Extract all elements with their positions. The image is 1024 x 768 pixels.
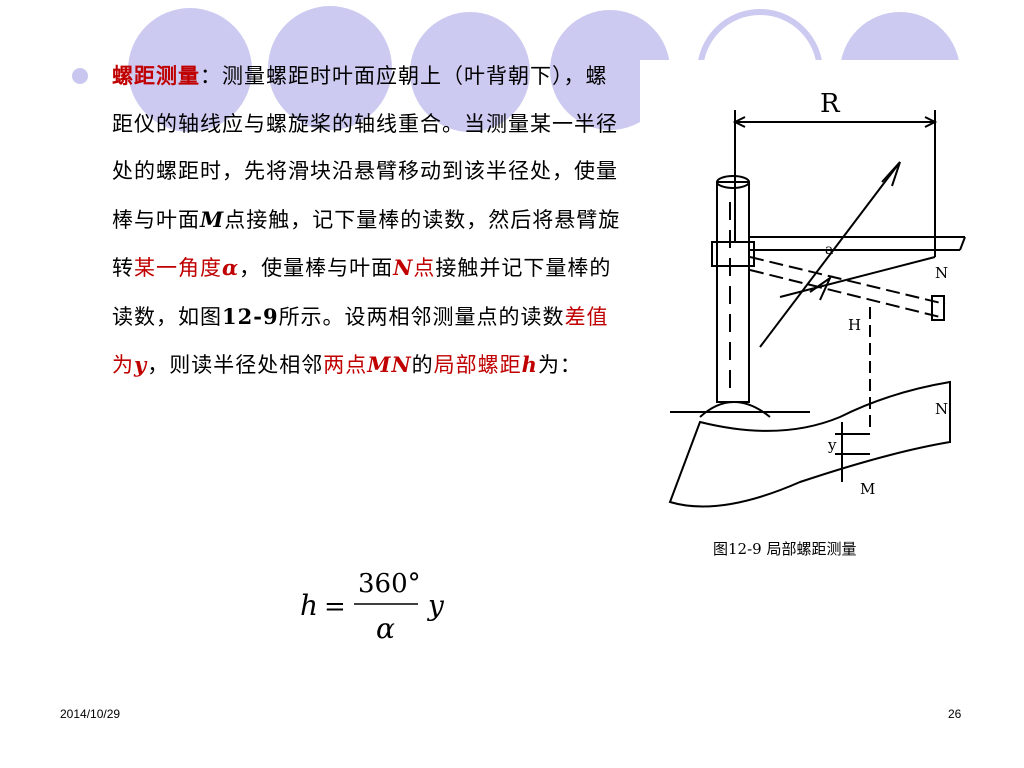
text-part-8: 为： [537,353,582,377]
symbol-h: h [521,352,538,377]
footer-date: 2014/10/29 [60,707,121,721]
label-H: H [848,316,861,334]
page-number: 26 [948,707,962,721]
text-part-4: 接触并记下量棒的读数，如图 [112,256,612,329]
formula-numerator: 360° [358,569,421,599]
figure-ref: 12-9 [222,303,279,329]
text-part-5: 所示。设两相邻测量点的读数 [278,304,565,329]
term-local-pitch: 局部螺距 [433,353,522,377]
formula-lhs: h [300,589,318,622]
label-y: y [827,436,837,454]
text-part-3: ，使量棒与叶面 [239,256,394,280]
bullet-icon [72,68,88,84]
helix-arrow-top [881,161,901,187]
figure-caption: 图12-9 局部螺距测量 [713,540,857,558]
symbol-y: y [134,352,148,377]
rotated-arm-end [931,295,945,321]
label-R: R [820,89,841,119]
text-part-7: 的 [411,353,434,377]
text-part-6: ，则读半径处相邻 [147,353,324,377]
vertical-post [716,181,750,403]
term-pitch-measurement: 螺距测量 [112,63,200,88]
symbol-MN: MN [367,352,412,377]
slider-collar [711,241,755,267]
formula-equals: = [324,592,346,622]
term-two-points: 两点 [323,353,368,377]
blade-outline [668,380,951,508]
label-M: M [860,480,875,498]
formula-denominator: α [376,612,395,645]
pitch-measurement-diagram: R a N H N y M [668,89,966,508]
term-point: 点 [413,256,436,280]
helix-line [759,161,901,348]
symbol-M: M [200,206,225,232]
slide-paragraph: 螺距测量：测量螺距时叶面应朝上（叶背朝下），螺距仪的轴线应与螺旋桨的轴线重合。当… [112,52,622,390]
base-top [699,401,771,418]
symbol-alpha: α [222,255,240,280]
formula-rhs: y [426,589,445,622]
symbol-N: N [393,255,414,280]
text-part-1: ：测量螺距时叶面应朝上（叶背朝下），螺距仪的轴线应与螺旋桨的轴线重合。当测量某一… [112,64,618,232]
decorative-circles [128,6,970,140]
label-a: a [825,242,833,258]
pitch-line [779,256,936,298]
label-N-upper: N [935,264,948,282]
rotated-arm-bottom [749,269,941,318]
text-part-2: 点接触，记下量棒的读数，然后将悬臂旋转 [112,207,621,281]
term-some-angle: 某一角度 [134,256,222,280]
term-difference: 差值为 [112,304,609,378]
label-N-lower: N [935,400,948,418]
post-top [716,175,750,189]
pitch-formula: h = 360° α y [300,569,445,645]
arm-end [959,236,966,251]
